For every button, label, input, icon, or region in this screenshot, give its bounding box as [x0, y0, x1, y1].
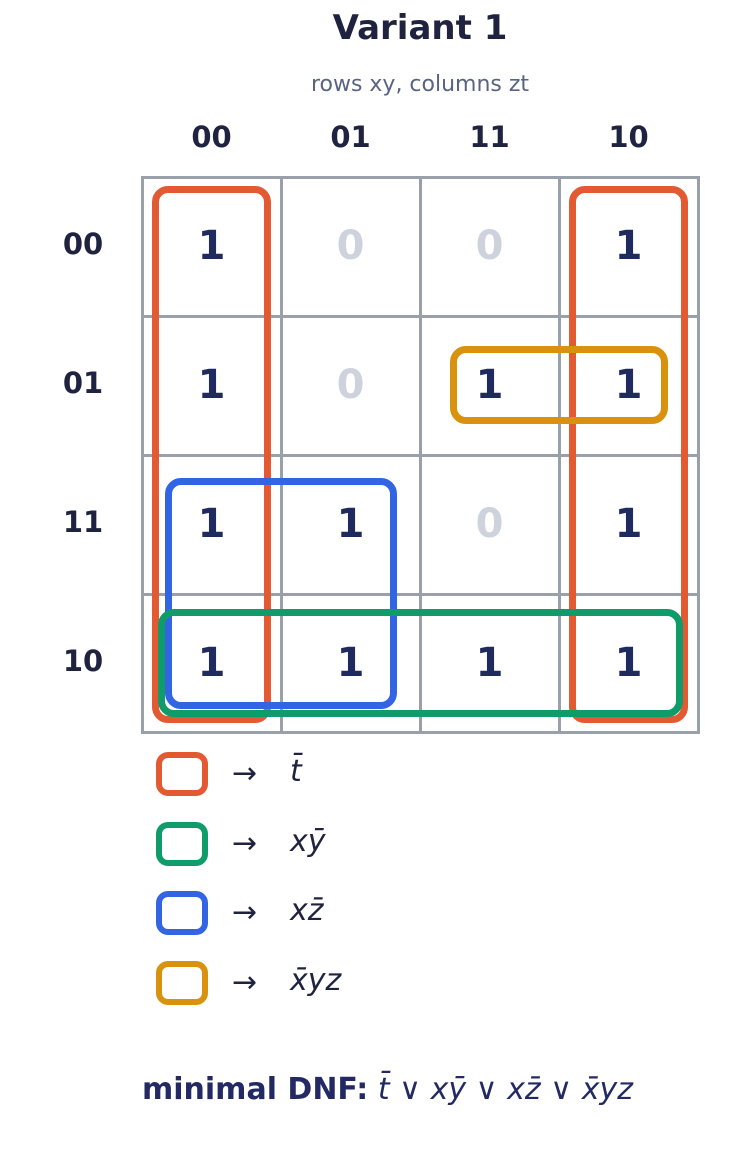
- arrow-icon: →: [232, 895, 258, 930]
- group-blue: [165, 478, 397, 709]
- map-title: Variant 1: [332, 8, 508, 48]
- legend-term: xȳ: [290, 824, 326, 859]
- map-cell: 0: [336, 222, 365, 269]
- legend-swatch: [156, 891, 208, 935]
- minimal-dnf-expression: t̄ ∨ xȳ ∨ xz̄ ∨ x̄yz: [377, 1072, 633, 1107]
- column-header: 00: [191, 120, 232, 154]
- legend-swatch: [156, 822, 208, 866]
- arrow-icon: →: [232, 965, 258, 1000]
- column-header: 11: [469, 120, 510, 154]
- group-amber: [450, 346, 668, 424]
- row-header: 00: [62, 227, 104, 261]
- row-header: 01: [62, 366, 104, 400]
- map-cell: 1: [197, 361, 226, 408]
- map-cell: 0: [336, 361, 365, 408]
- minimal-dnf-label: minimal DNF:: [142, 1072, 369, 1107]
- map-cell: 1: [614, 639, 643, 686]
- map-cell: 1: [475, 639, 504, 686]
- map-cell: 1: [336, 639, 365, 686]
- map-cell: 0: [475, 500, 504, 547]
- group-orange-right: [569, 186, 688, 723]
- legend-term: t̄: [290, 754, 302, 789]
- legend-swatch: [156, 961, 208, 1005]
- row-header: 11: [62, 505, 104, 539]
- column-header: 10: [608, 120, 649, 154]
- legend-term: xz̄: [290, 893, 324, 928]
- map-cell: 1: [197, 500, 226, 547]
- row-header: 10: [62, 644, 104, 678]
- map-cell: 1: [197, 639, 226, 686]
- map-cell: 1: [614, 500, 643, 547]
- legend-swatch: [156, 752, 208, 796]
- map-cell: 1: [336, 500, 365, 547]
- group-green: [158, 609, 683, 717]
- column-header: 01: [330, 120, 371, 154]
- map-subtitle: rows xy, columns zt: [310, 72, 530, 97]
- map-cell: 1: [197, 222, 226, 269]
- map-cell: 1: [614, 361, 643, 408]
- map-cell: 1: [475, 361, 504, 408]
- minimal-dnf: minimal DNF: t̄ ∨ xȳ ∨ xz̄ ∨ x̄yz: [142, 1072, 633, 1107]
- arrow-icon: →: [232, 826, 258, 861]
- map-cell: 0: [475, 222, 504, 269]
- group-orange-left: [152, 186, 271, 723]
- arrow-icon: →: [232, 756, 258, 791]
- map-cell: 1: [614, 222, 643, 269]
- legend-term: x̄yz: [290, 963, 342, 998]
